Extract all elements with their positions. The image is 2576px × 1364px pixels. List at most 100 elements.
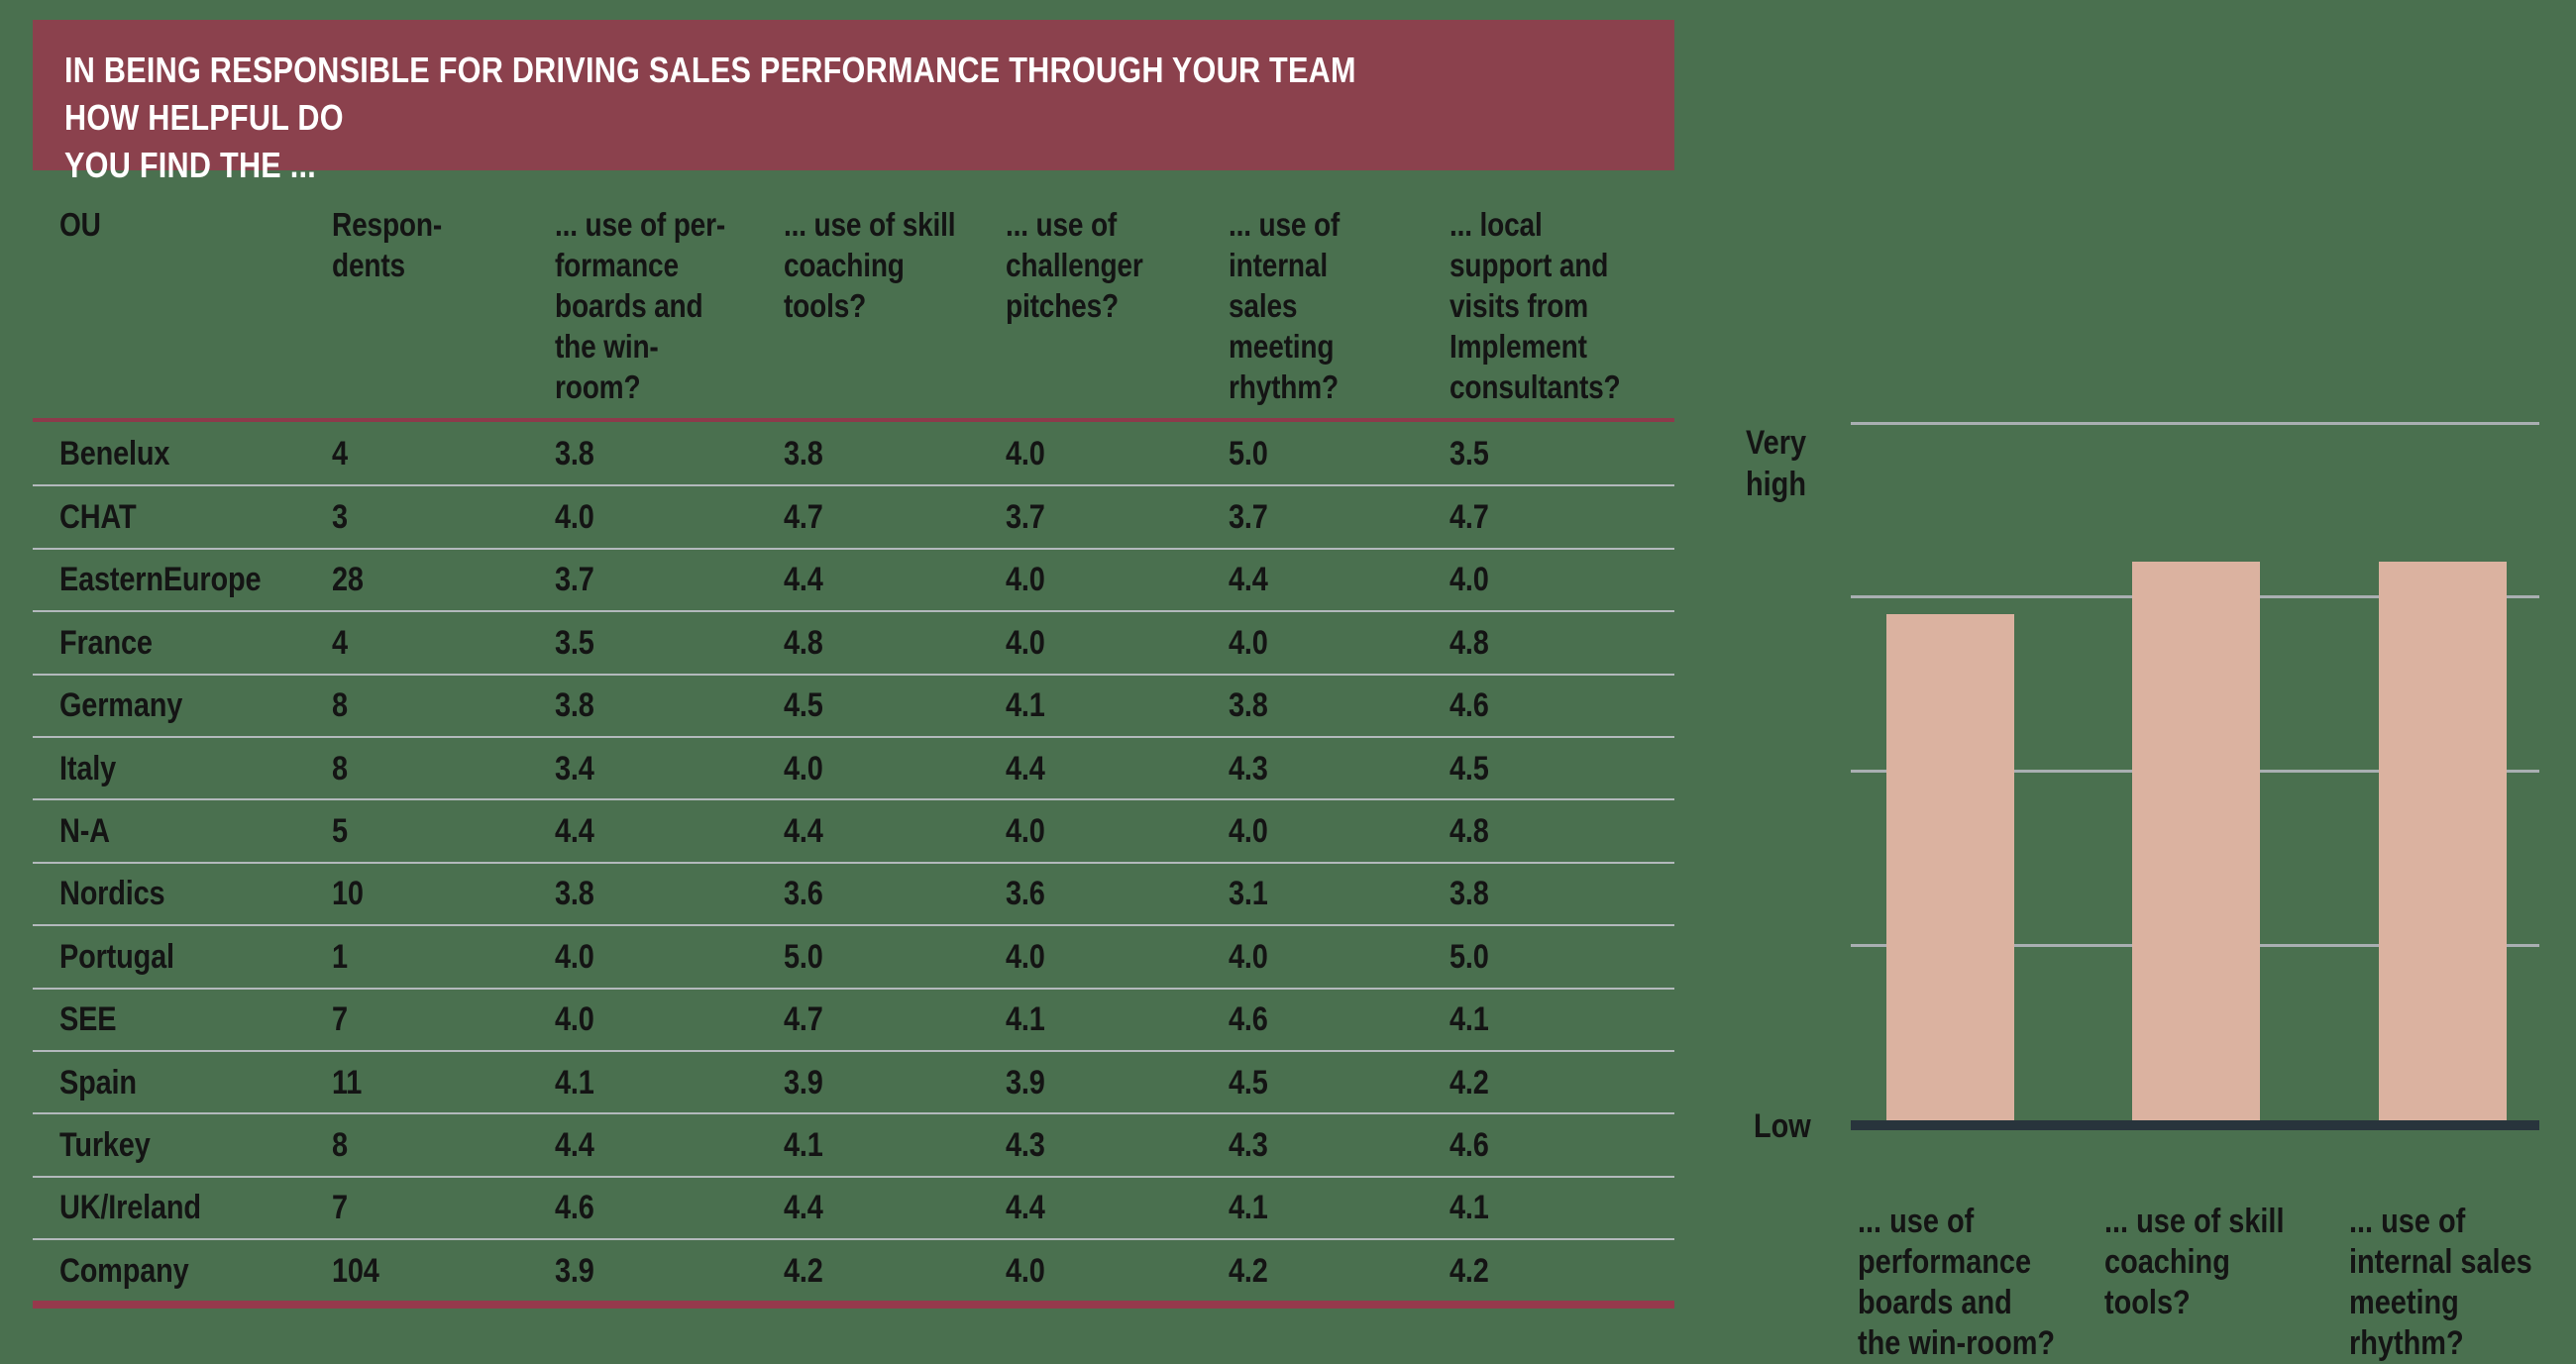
score-cell: 4.6 <box>1229 1000 1268 1039</box>
table-bottom-rule <box>33 1301 1674 1310</box>
score-cell: 4.0 <box>1229 937 1268 976</box>
score-cell: 4.6 <box>1449 686 1489 725</box>
score-cell: 3.8 <box>784 434 823 472</box>
score-cell: 4 <box>332 623 348 662</box>
score-cell: 7 <box>332 1189 348 1227</box>
column-header-local-support: ... local support and visits from Implem… <box>1449 206 1621 405</box>
ou-name-cell: Nordics <box>59 875 165 913</box>
score-cell: 4.4 <box>784 1189 823 1227</box>
score-cell: 7 <box>332 1000 348 1039</box>
chart-baseline-axis <box>1851 1120 2539 1130</box>
score-cell: 4.4 <box>1006 749 1045 787</box>
ou-name-cell: N-A <box>59 812 110 851</box>
score-cell: 3.6 <box>1006 875 1045 913</box>
score-cell: 4.0 <box>555 937 594 976</box>
score-cell: 4.0 <box>1006 1251 1045 1290</box>
score-cell: 4.0 <box>1229 623 1268 662</box>
score-cell: 3.9 <box>1006 1063 1045 1102</box>
score-cell: 4.2 <box>784 1251 823 1290</box>
score-cell: 3 <box>332 498 348 537</box>
column-header-ou: OU <box>59 206 101 243</box>
chart-axis-label-low: Low <box>1754 1107 1811 1145</box>
ou-name-cell: EasternEurope <box>59 561 262 599</box>
column-header-respondents: Respon- dents <box>332 206 443 283</box>
ou-name-cell: Portugal <box>59 937 174 976</box>
score-cell: 4.0 <box>1449 561 1489 599</box>
score-cell: 5.0 <box>784 937 823 976</box>
score-cell: 4.1 <box>784 1125 823 1164</box>
score-cell: 4.3 <box>1229 1125 1268 1164</box>
score-cell: 3.7 <box>1006 498 1045 537</box>
question-banner: IN BEING RESPONSIBLE FOR DRIVING SALES P… <box>33 20 1674 185</box>
score-cell: 4.0 <box>1006 812 1045 851</box>
ou-name-cell: Spain <box>59 1063 137 1102</box>
score-cell: 4.3 <box>1229 749 1268 787</box>
results-table: OU Respon- dents ... use of per- formanc… <box>33 198 1674 1310</box>
score-cell: 3.8 <box>555 875 594 913</box>
ou-name-cell: Company <box>59 1251 189 1290</box>
score-cell: 3.6 <box>784 875 823 913</box>
chart-category-label-sales-meeting-rhythm: ... use of internal sales meeting rhythm… <box>2349 1203 2532 1362</box>
score-cell: 4.7 <box>784 498 823 537</box>
score-cell: 3.8 <box>555 434 594 472</box>
score-cell: 4.6 <box>555 1189 594 1227</box>
score-cell: 4.0 <box>1006 623 1045 662</box>
bar-performance-boards <box>1886 614 2014 1120</box>
score-cell: 8 <box>332 1125 348 1164</box>
score-cell: 10 <box>332 875 364 913</box>
score-cell: 4.0 <box>1006 434 1045 472</box>
score-cell: 3.7 <box>555 561 594 599</box>
score-cell: 4.7 <box>1449 498 1489 537</box>
score-cell: 4.1 <box>1006 1000 1045 1039</box>
bar-sales-meeting-rhythm <box>2379 562 2507 1120</box>
column-header-sales-meeting-rhythm: ... use of internal sales meeting rhythm… <box>1229 206 1341 405</box>
survey-results-slide: { "banner": { "title": "IN BEING RESPONS… <box>33 20 2539 1362</box>
score-cell: 3.4 <box>555 749 594 787</box>
score-cell: 3.1 <box>1229 875 1268 913</box>
score-cell: 8 <box>332 686 348 725</box>
score-cell: 3.5 <box>1449 434 1489 472</box>
ou-name-cell: Italy <box>59 749 116 787</box>
score-cell: 5.0 <box>1449 937 1489 976</box>
score-cell: 5 <box>332 812 348 851</box>
score-cell: 4.2 <box>1449 1063 1489 1102</box>
score-cell: 4 <box>332 434 348 472</box>
column-header-challenger-pitches: ... use of challenger pitches? <box>1006 206 1143 324</box>
score-cell: 3.8 <box>555 686 594 725</box>
score-cell: 4.0 <box>1006 937 1045 976</box>
score-cell: 11 <box>332 1063 363 1102</box>
score-cell: 4.4 <box>1229 561 1268 599</box>
ou-name-cell: France <box>59 623 153 662</box>
score-cell: 4.8 <box>1449 623 1489 662</box>
score-cell: 4.0 <box>1229 812 1268 851</box>
score-cell: 28 <box>332 561 364 599</box>
score-cell: 4.5 <box>1449 749 1489 787</box>
score-cell: 4.0 <box>1006 561 1045 599</box>
score-cell: 4.0 <box>784 749 823 787</box>
score-cell: 4.1 <box>1449 1189 1489 1227</box>
score-cell: 5.0 <box>1229 434 1268 472</box>
score-cell: 4.4 <box>1006 1189 1045 1227</box>
score-cell: 4.3 <box>1006 1125 1045 1164</box>
score-cell: 3.9 <box>555 1251 594 1290</box>
question-banner-text: IN BEING RESPONSIBLE FOR DRIVING SALES P… <box>64 50 1356 185</box>
score-cell: 3.7 <box>1229 498 1268 537</box>
column-header-skill-coaching: ... use of skill coaching tools? <box>784 206 956 324</box>
ou-name-cell: UK/Ireland <box>59 1189 201 1227</box>
score-cell: 4.4 <box>784 812 823 851</box>
chart-axis-label-very-high: Very high <box>1746 424 1807 503</box>
score-cell: 4.8 <box>784 623 823 662</box>
score-cell: 4.6 <box>1449 1125 1489 1164</box>
score-cell: 4.4 <box>784 561 823 599</box>
score-cell: 4.5 <box>784 686 823 725</box>
